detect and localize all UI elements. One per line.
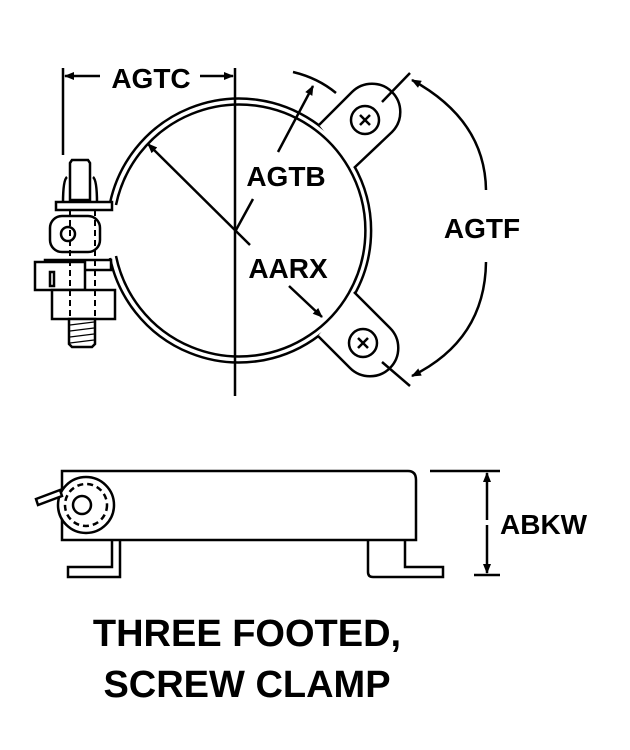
screw-icon — [347, 327, 379, 359]
dimension-abkw: ABKW — [430, 469, 588, 577]
label-abkw: ABKW — [500, 509, 588, 540]
caption-line-1: THREE FOOTED, — [93, 613, 401, 655]
label-agtf: AGTF — [444, 213, 520, 244]
caption-line-2: SCREW CLAMP — [103, 664, 390, 706]
label-agtc: AGTC — [111, 63, 190, 94]
lower-lug — [317, 291, 400, 378]
dimension-aarx: AARX — [147, 143, 328, 318]
clamp-band — [108, 97, 373, 364]
screw-icon — [349, 104, 381, 136]
label-agtb: AGTB — [246, 161, 325, 192]
dimension-agtf: AGTF — [381, 72, 520, 387]
side-view: ABKW — [34, 469, 588, 579]
top-view: AGTC AGTB AARX AGTF — [33, 63, 520, 396]
dimension-agtb: AGTB — [234, 70, 337, 231]
label-aarx: AARX — [248, 253, 328, 284]
dimension-agtc: AGTC — [61, 63, 234, 155]
tension-screw-assembly — [33, 158, 117, 349]
